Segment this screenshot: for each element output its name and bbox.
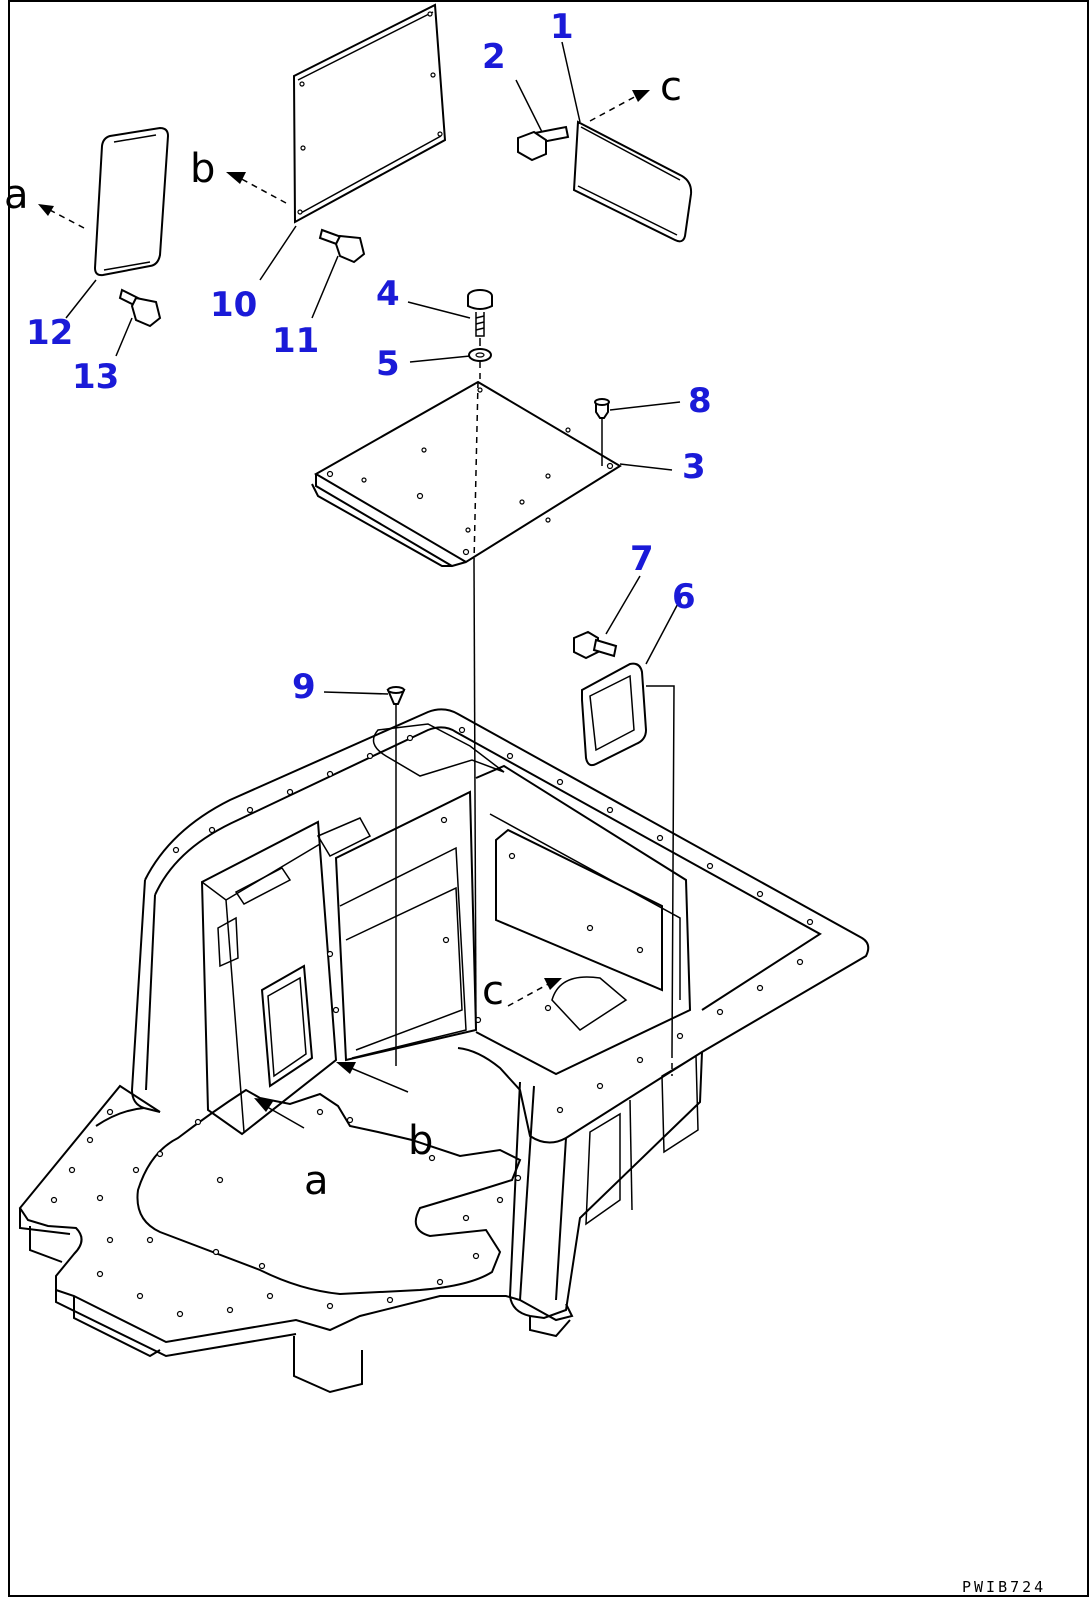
view-ref-c-top: c [660,64,682,110]
callout-4: 4 [376,274,400,314]
part-2-bolt [517,125,570,162]
view-ref-c-bottom: c [482,968,504,1014]
part-3-cover-plate [311,380,622,568]
part-1-cover [572,120,693,243]
callout-11: 11 [272,321,319,361]
part-10-panel [292,3,447,224]
callouts: 1 2 3 4 5 6 7 8 9 10 11 12 13 [26,7,712,707]
callout-10: 10 [210,285,257,325]
view-arrow-b-top [226,172,287,204]
part-7-bolt [573,630,618,660]
callout-9: 9 [292,667,316,707]
callout-1: 1 [550,7,574,47]
callout-2: 2 [482,37,506,77]
view-arrow-b-bottom [336,1062,409,1093]
view-arrow-c-top [589,90,650,122]
callout-8: 8 [688,381,712,421]
part-11-bolt [318,228,366,264]
view-ref-a-bottom: a [304,1158,329,1204]
callout-5: 5 [376,344,400,384]
part-4-bolt [467,289,493,337]
view-arrow-a-top [38,204,85,229]
part-12-side-cover [93,126,170,277]
floor-frame [18,708,870,1394]
view-arrow-c-bottom [507,978,562,1007]
part-13-bolt [118,288,162,328]
part-9-plug [386,686,406,705]
view-references: a b c a b c [4,64,682,1204]
view-ref-b-bottom: b [408,1118,433,1164]
part-8-plug [594,398,610,419]
drawing-code: PWIB724 [962,1578,1046,1596]
callout-7: 7 [630,539,654,579]
callout-13: 13 [72,357,119,397]
assembly-lines [395,338,675,1076]
callout-6: 6 [672,577,696,617]
part-5-washer [468,348,492,362]
drawing-frame [8,0,1089,1597]
view-ref-a-top: a [4,172,29,218]
callout-3: 3 [682,447,706,487]
view-ref-b-top: b [190,146,215,192]
leader-lines [65,41,683,695]
part-6-cover [581,662,648,767]
view-arrow-a-bottom [254,1098,305,1129]
callout-12: 12 [26,313,73,353]
